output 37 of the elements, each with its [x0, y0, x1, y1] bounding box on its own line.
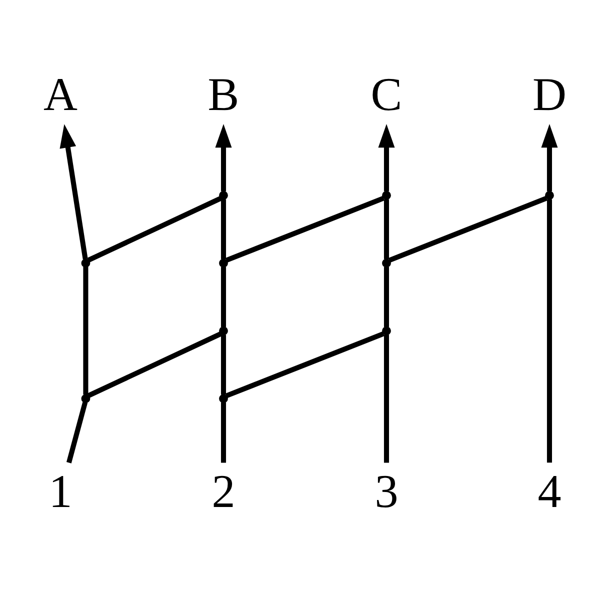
node-text: D — [532, 68, 566, 121]
arrow — [215, 124, 232, 191]
connector — [225, 330, 385, 398]
node-point — [219, 326, 228, 335]
node-text: 2 — [212, 466, 236, 518]
node-point — [219, 394, 228, 403]
node-point — [382, 326, 391, 335]
connector — [220, 266, 226, 327]
node-point — [219, 190, 228, 200]
connector — [388, 195, 548, 262]
node-text: A — [44, 68, 78, 121]
connector — [220, 402, 226, 462]
connector — [384, 198, 390, 259]
node-point — [545, 190, 554, 200]
arrow — [541, 124, 558, 191]
node-point — [81, 394, 90, 403]
connector — [220, 334, 226, 394]
connector — [225, 195, 385, 262]
node-text: 4 — [538, 466, 562, 518]
node-point — [81, 258, 90, 268]
node-text: C — [370, 68, 402, 121]
connector — [83, 266, 88, 394]
connector — [384, 334, 390, 462]
connector — [66, 401, 88, 463]
node-text: 1 — [48, 466, 72, 518]
node-point — [382, 258, 391, 268]
arrow — [378, 124, 395, 191]
node-text: 3 — [374, 466, 398, 518]
connector — [87, 195, 222, 262]
node-point — [382, 190, 391, 200]
node-point — [219, 258, 228, 268]
arrow — [60, 124, 88, 260]
connector — [546, 198, 552, 462]
connector — [87, 330, 222, 398]
connector — [384, 266, 390, 327]
node-text: B — [208, 68, 240, 121]
connector — [220, 198, 226, 259]
